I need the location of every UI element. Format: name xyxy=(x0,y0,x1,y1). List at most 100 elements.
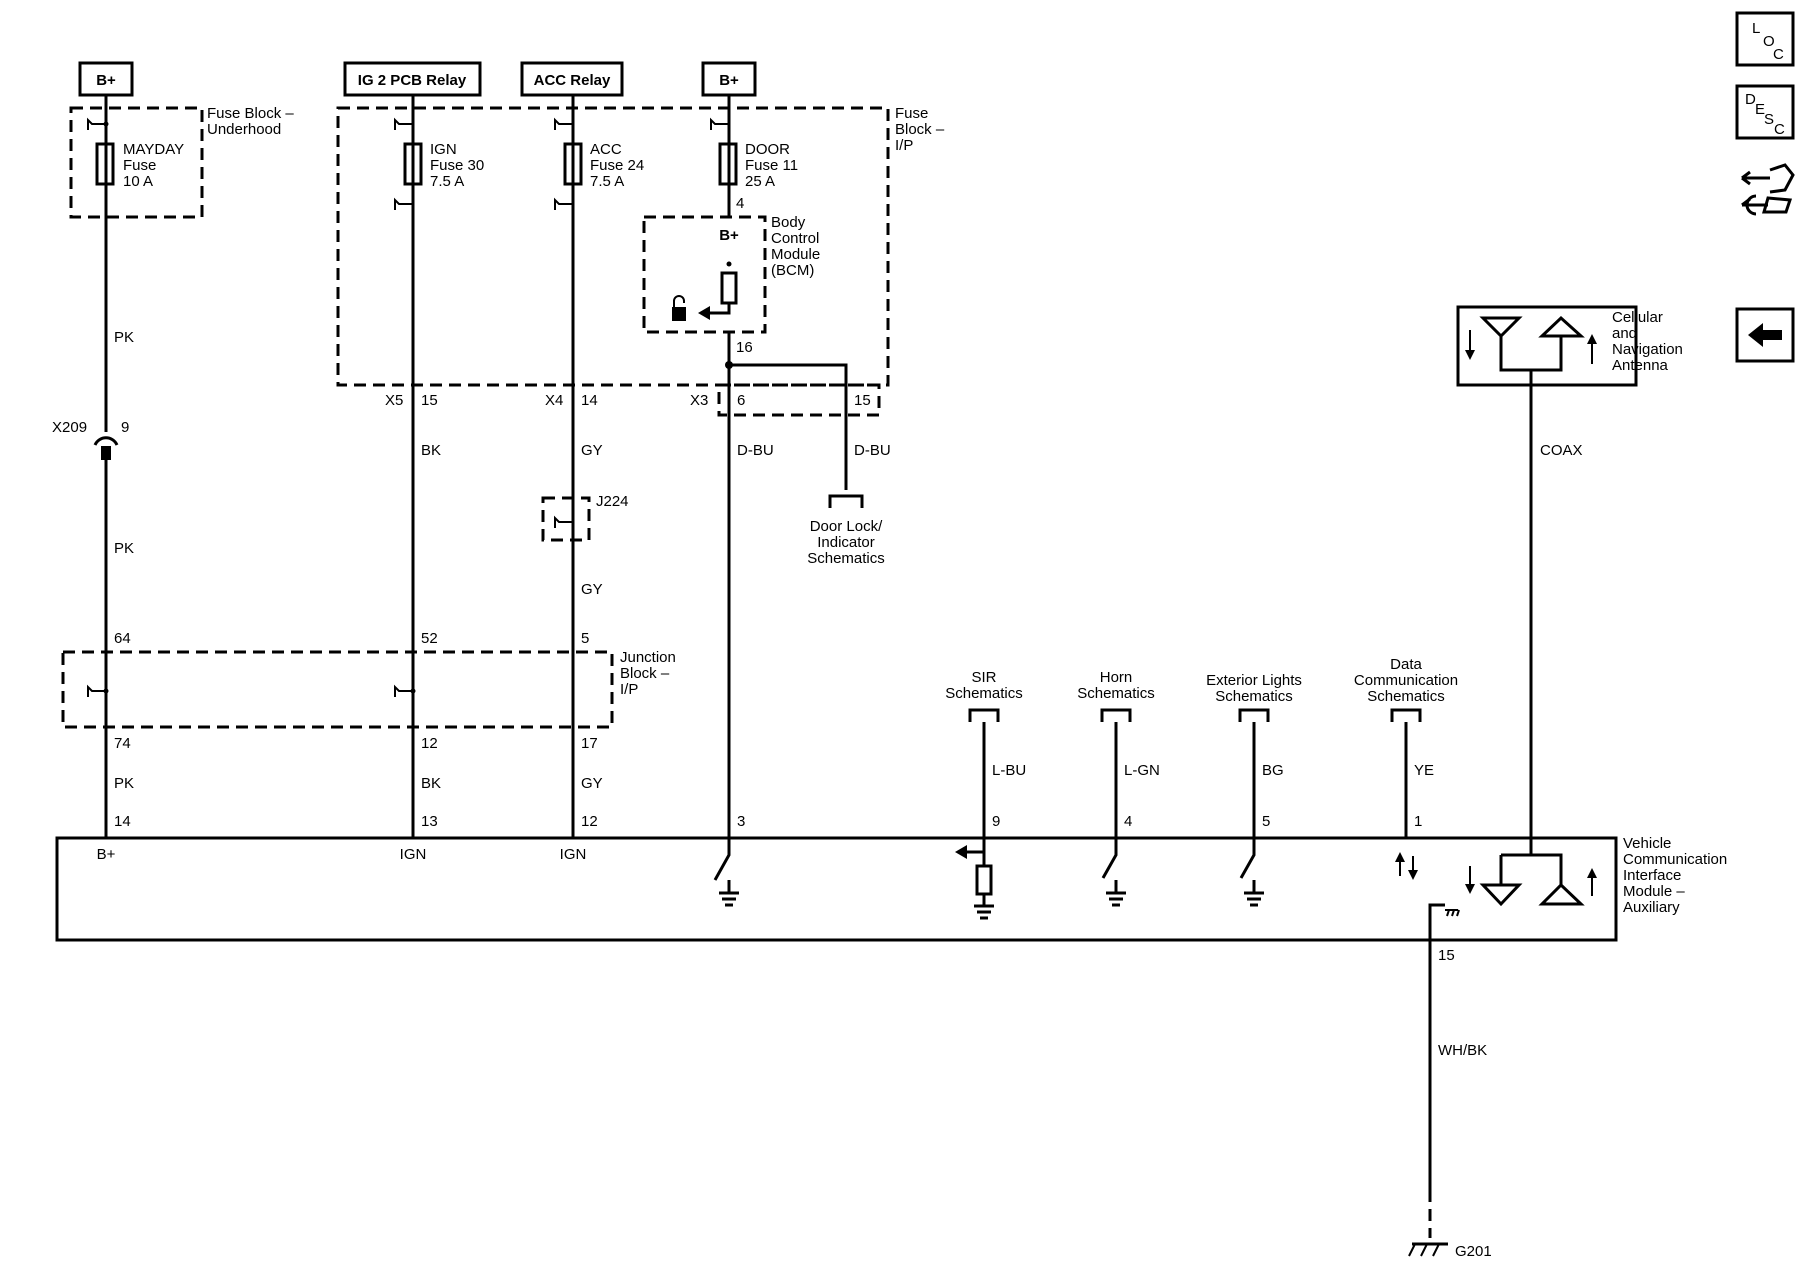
svg-text:Fuse 24: Fuse 24 xyxy=(590,157,644,174)
svg-text:Schematics: Schematics xyxy=(807,550,885,567)
fuse-block-ip: Fuse Block – I/P IGN Fuse 30 7.5 A ACC F… xyxy=(336,105,945,387)
connector-tools-icon[interactable] xyxy=(1741,163,1795,216)
svg-text:3: 3 xyxy=(737,813,745,830)
svg-text:15: 15 xyxy=(854,392,871,409)
svg-text:MAYDAY: MAYDAY xyxy=(123,141,184,158)
svg-text:12: 12 xyxy=(421,735,438,752)
svg-text:X5: X5 xyxy=(385,392,403,409)
svg-text:Communication: Communication xyxy=(1354,672,1458,689)
svg-text:G201: G201 xyxy=(1455,1243,1492,1260)
svg-text:Schematics: Schematics xyxy=(1367,688,1445,705)
svg-text:S: S xyxy=(1764,111,1774,128)
lock-icon xyxy=(672,295,686,321)
svg-text:25 A: 25 A xyxy=(745,173,775,190)
svg-text:Schematics: Schematics xyxy=(1215,688,1293,705)
svg-text:14: 14 xyxy=(581,392,598,409)
svg-text:7.5 A: 7.5 A xyxy=(430,173,464,190)
loc-button[interactable]: L O C xyxy=(1735,11,1795,67)
wire-bk-circuit xyxy=(394,95,415,838)
door-lock-schematics-ref: Door Lock/ Indicator Schematics xyxy=(807,518,885,567)
svg-text:Underhood: Underhood xyxy=(207,121,281,138)
svg-text:9: 9 xyxy=(121,419,129,436)
svg-text:ACC: ACC xyxy=(590,141,622,158)
module-antenna-icon xyxy=(1465,853,1597,907)
wire-label-bk-1: BK xyxy=(421,442,441,459)
back-button[interactable] xyxy=(1735,307,1795,363)
data-communication-schematics-ref: Data Communication Schematics YE xyxy=(1354,656,1458,838)
svg-text:Navigation: Navigation xyxy=(1612,341,1683,358)
svg-text:52: 52 xyxy=(421,630,438,647)
svg-text:B+: B+ xyxy=(719,227,739,244)
svg-text:DOOR: DOOR xyxy=(745,141,790,158)
wire-label-whbk: WH/BK xyxy=(1438,1042,1487,1059)
svg-text:Block –: Block – xyxy=(620,665,670,682)
svg-text:64: 64 xyxy=(114,630,131,647)
svg-text:and: and xyxy=(1612,325,1637,342)
exterior-lights-schematics-ref: Exterior Lights Schematics BG xyxy=(1206,672,1302,879)
wire-label-coax: COAX xyxy=(1540,442,1583,459)
svg-text:IGN: IGN xyxy=(560,846,587,863)
svg-text:13: 13 xyxy=(421,813,438,830)
wire-gy-circuit xyxy=(554,95,575,838)
svg-text:SIR: SIR xyxy=(971,669,996,686)
sir-input-resistor xyxy=(955,838,994,920)
svg-text:17: 17 xyxy=(581,735,598,752)
svg-text:Fuse 30: Fuse 30 xyxy=(430,157,484,174)
ground-symbol xyxy=(1244,880,1264,907)
svg-text:O: O xyxy=(1763,33,1775,50)
connector-x3: X3 6 15 xyxy=(690,383,881,417)
svg-text:Body: Body xyxy=(771,214,806,231)
svg-text:B+: B+ xyxy=(96,72,116,89)
sir-schematics-ref: SIR Schematics L-BU xyxy=(945,669,1026,838)
connector-x209: X209 9 xyxy=(52,419,129,460)
svg-text:Door Lock/: Door Lock/ xyxy=(810,518,883,535)
svg-text:7.5 A: 7.5 A xyxy=(590,173,624,190)
svg-text:IGN: IGN xyxy=(400,846,427,863)
svg-text:Junction: Junction xyxy=(620,649,676,666)
svg-text:IG 2 PCB Relay: IG 2 PCB Relay xyxy=(358,72,467,89)
junction-block-ip: Junction Block – I/P 64 52 5 74 12 17 xyxy=(61,630,676,752)
svg-text:(BCM): (BCM) xyxy=(771,262,814,279)
svg-text:Fuse 11: Fuse 11 xyxy=(745,157,798,174)
back-arrow-icon xyxy=(1748,323,1782,347)
svg-text:6: 6 xyxy=(737,392,745,409)
svg-text:Schematics: Schematics xyxy=(945,685,1023,702)
svg-text:4: 4 xyxy=(1124,813,1132,830)
svg-text:Horn: Horn xyxy=(1100,669,1133,686)
vehicle-communication-interface-module: Vehicle Communication Interface Module –… xyxy=(55,813,1727,964)
cellular-navigation-antenna: Cellular and Navigation Antenna COAX xyxy=(1456,305,1683,855)
svg-text:X4: X4 xyxy=(545,392,563,409)
svg-text:Communication: Communication xyxy=(1623,851,1727,868)
splice-j224: J224 xyxy=(541,493,629,542)
svg-text:Fuse Block –: Fuse Block – xyxy=(207,105,294,122)
svg-text:Antenna: Antenna xyxy=(1612,357,1669,374)
antenna-icon xyxy=(1465,315,1597,372)
body-control-module: Body Control Module (BCM) B+ 4 16 xyxy=(642,195,820,356)
wire-label-gy-2: GY xyxy=(581,581,603,598)
wire-label-pk-3: PK xyxy=(114,775,134,792)
svg-text:12: 12 xyxy=(581,813,598,830)
svg-text:IGN: IGN xyxy=(430,141,457,158)
svg-text:5: 5 xyxy=(1262,813,1270,830)
svg-text:X209: X209 xyxy=(52,419,87,436)
bidirectional-data-icon xyxy=(1395,852,1418,880)
desc-button[interactable]: D E S C xyxy=(1735,84,1795,140)
svg-text:C: C xyxy=(1773,46,1784,63)
wire-label-gy-3: GY xyxy=(581,775,603,792)
wire-label-bg: BG xyxy=(1262,762,1284,779)
svg-text:E: E xyxy=(1755,101,1765,118)
svg-text:Fuse: Fuse xyxy=(895,105,928,122)
svg-text:Cellular: Cellular xyxy=(1612,309,1663,326)
fuse-block-underhood: Fuse Block – Underhood MAYDAY Fuse 10 A xyxy=(69,105,294,219)
wire-whbk-circuit: WH/BK xyxy=(1428,905,1487,1238)
ground-symbol xyxy=(719,880,739,907)
wire-label-lbu: L-BU xyxy=(992,762,1026,779)
wire-label-gy-1: GY xyxy=(581,442,603,459)
svg-text:C: C xyxy=(1774,121,1785,138)
wire-label-pk-2: PK xyxy=(114,540,134,557)
wire-label-dbu-2: D-BU xyxy=(854,442,891,459)
svg-text:Schematics: Schematics xyxy=(1077,685,1155,702)
acc-relay-source: ACC Relay xyxy=(520,61,624,97)
svg-text:Auxiliary: Auxiliary xyxy=(1623,899,1680,916)
